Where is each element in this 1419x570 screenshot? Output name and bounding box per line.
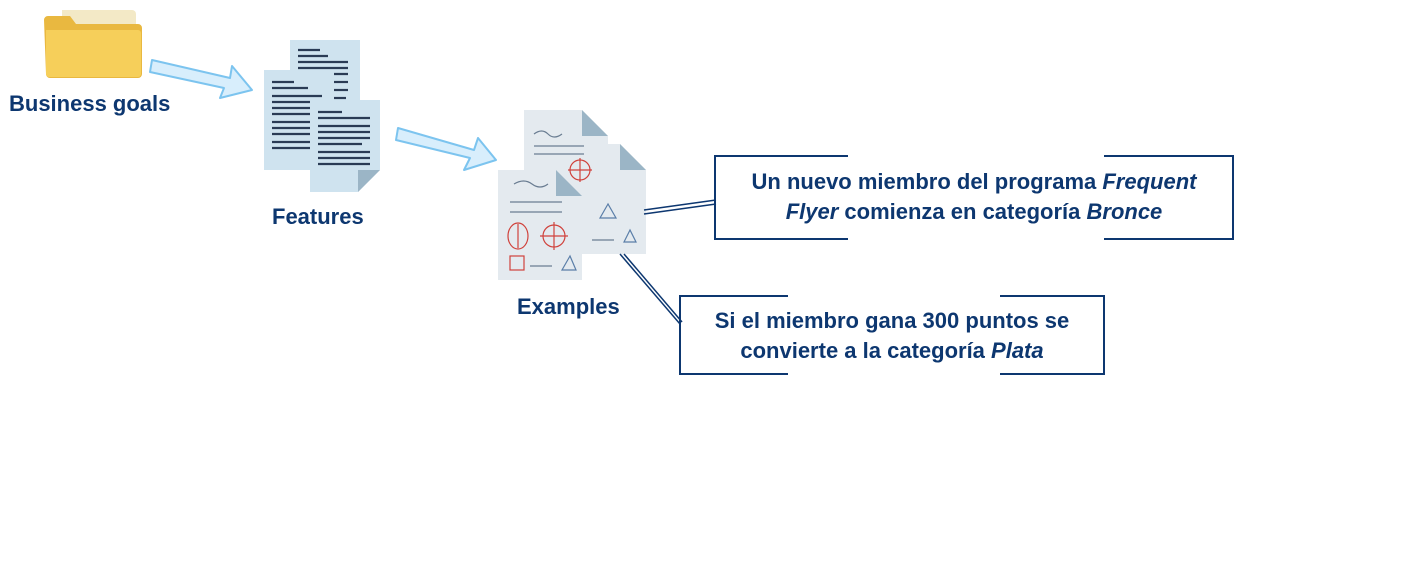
math-sheets-icon <box>498 110 646 280</box>
folder-icon <box>44 10 142 78</box>
connector-line <box>623 253 683 323</box>
documents-icon <box>264 40 380 192</box>
callout-line: convierte a la categoría Plata <box>740 338 1044 363</box>
features-label: Features <box>272 204 364 229</box>
examples-label: Examples <box>517 294 620 319</box>
callout-text: Si el miembro gana 300 puntos se convier… <box>679 306 1105 366</box>
business-goals-label: Business goals <box>9 91 171 116</box>
callout-line: Un nuevo miembro del programa Frequent <box>751 169 1197 194</box>
connector-line <box>643 199 717 211</box>
arrow-right-icon <box>149 59 253 99</box>
callout-box <box>714 154 1234 241</box>
connector-line <box>619 253 681 325</box>
callout-line: Si el miembro gana 300 puntos se <box>714 308 1070 333</box>
callout-box <box>679 294 1105 376</box>
connector-line <box>643 203 717 215</box>
callout-line: Flyer comienza en categoría Bronce <box>785 199 1163 224</box>
callout-text: Un nuevo miembro del programa Frequent F… <box>714 167 1234 227</box>
arrow-right-icon <box>395 127 497 171</box>
